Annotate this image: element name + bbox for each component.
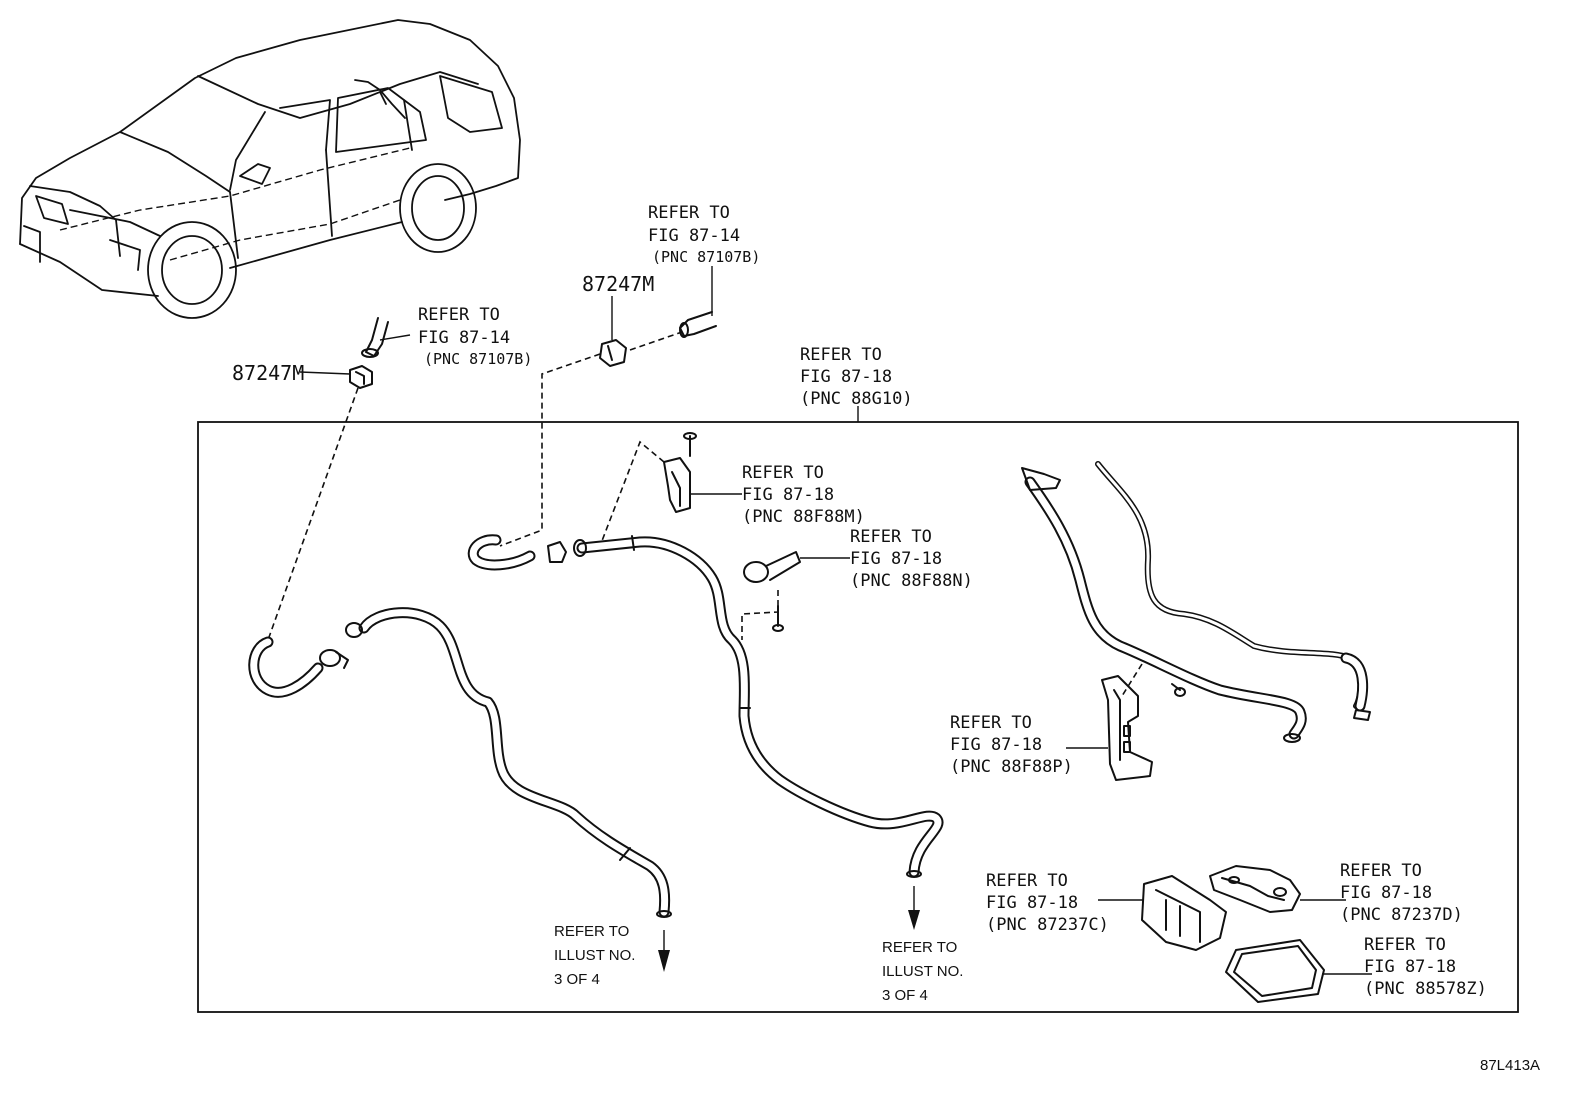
svg-text:ILLUST NO.: ILLUST NO. xyxy=(882,963,963,980)
arrow-down-right xyxy=(908,886,920,930)
hose-left xyxy=(345,607,672,918)
svg-text:FIG 87-14: FIG 87-14 xyxy=(648,226,740,246)
svg-text:(PNC 87107B): (PNC 87107B) xyxy=(652,248,760,266)
svg-text:REFER TO: REFER TO xyxy=(554,923,629,940)
svg-text:REFER TO: REFER TO xyxy=(950,713,1032,733)
label-ref-87237d: REFER TO FIG 87-18 (PNC 87237D) xyxy=(1340,861,1463,925)
svg-text:(PNC 87237D): (PNC 87237D) xyxy=(1340,905,1463,925)
assembly-line-6 xyxy=(1121,663,1143,697)
hose-right-large xyxy=(1021,467,1307,743)
label-87247m-left: 87247M xyxy=(232,361,304,385)
leader-87247m-left xyxy=(299,371,351,375)
clamp-88f88n xyxy=(743,551,801,632)
label-ref-illust-right: REFER TO ILLUST NO. 3 OF 4 xyxy=(882,939,963,1004)
vehicle-illustration xyxy=(19,19,521,319)
clamp-87247m-top xyxy=(599,296,627,367)
svg-text:FIG 87-18: FIG 87-18 xyxy=(850,549,942,569)
arrow-down-left xyxy=(658,930,670,972)
svg-text:ILLUST NO.: ILLUST NO. xyxy=(554,947,635,964)
svg-text:(PNC 88578Z): (PNC 88578Z) xyxy=(1364,979,1487,999)
hose-end-top-middle xyxy=(679,266,717,338)
clamp-87247m-left xyxy=(349,365,373,389)
label-ref-88f88n: REFER TO FIG 87-18 (PNC 88F88N) xyxy=(850,527,973,591)
bracket-88f88m xyxy=(663,432,697,513)
label-ref-88578z: REFER TO FIG 87-18 (PNC 88578Z) xyxy=(1364,935,1487,999)
bracket-88f88p xyxy=(1101,675,1186,781)
svg-text:FIG 87-18: FIG 87-18 xyxy=(742,485,834,505)
label-ref-88f88p: REFER TO FIG 87-18 (PNC 88F88P) xyxy=(950,713,1073,777)
label-ref-88f88m: REFER TO FIG 87-18 (PNC 88F88M) xyxy=(742,463,865,527)
diagram-code: 87L413A xyxy=(1480,1057,1540,1074)
svg-text:FIG 87-18: FIG 87-18 xyxy=(1340,883,1432,903)
svg-text:FIG 87-18: FIG 87-18 xyxy=(986,893,1078,913)
hose-middle xyxy=(573,535,944,878)
svg-text:REFER TO: REFER TO xyxy=(1340,861,1422,881)
svg-text:FIG 87-14: FIG 87-14 xyxy=(418,328,510,348)
svg-text:REFER TO: REFER TO xyxy=(882,939,957,956)
pipe-right-thin xyxy=(1095,461,1371,721)
svg-text:(PNC 88F88N): (PNC 88F88N) xyxy=(850,571,973,591)
assembly-line-2 xyxy=(499,353,601,547)
svg-text:FIG 87-18: FIG 87-18 xyxy=(800,367,892,387)
svg-text:(PNC 88F88M): (PNC 88F88M) xyxy=(742,507,865,527)
label-87247m-top: 87247M xyxy=(582,272,654,296)
hose-end-upper-left xyxy=(361,317,389,358)
svg-text:REFER TO: REFER TO xyxy=(850,527,932,547)
svg-text:FIG 87-18: FIG 87-18 xyxy=(950,735,1042,755)
cover-87237d xyxy=(1209,865,1301,913)
svg-text:(PNC 88G10): (PNC 88G10) xyxy=(800,389,913,409)
svg-text:REFER TO: REFER TO xyxy=(742,463,824,483)
clamp-left-lower xyxy=(319,649,349,669)
svg-text:3 OF 4: 3 OF 4 xyxy=(882,987,928,1004)
svg-text:(PNC 88F88P): (PNC 88F88P) xyxy=(950,757,1073,777)
svg-text:REFER TO: REFER TO xyxy=(648,203,730,223)
svg-text:REFER TO: REFER TO xyxy=(418,305,500,325)
label-ref-87237c: REFER TO FIG 87-18 (PNC 87237C) xyxy=(986,871,1109,935)
label-ref-87107b-left: REFER TO FIG 87-14 (PNC 87107B) xyxy=(418,305,532,368)
cover-87237c xyxy=(1141,875,1227,951)
label-ref-87107b-top: REFER TO FIG 87-14 (PNC 87107B) xyxy=(648,203,760,266)
assembly-line-3 xyxy=(629,331,683,351)
svg-text:REFER TO: REFER TO xyxy=(1364,935,1446,955)
svg-text:(PNC 87107B): (PNC 87107B) xyxy=(424,350,532,368)
gasket-88578z xyxy=(1225,939,1325,1003)
label-ref-88g10: REFER TO FIG 87-18 (PNC 88G10) xyxy=(800,345,913,409)
hose-left-short xyxy=(248,636,324,698)
clamp-middle xyxy=(547,541,567,563)
leader-87107b-left xyxy=(379,334,411,341)
label-ref-illust-left: REFER TO ILLUST NO. 3 OF 4 xyxy=(554,923,635,988)
svg-text:(PNC 87237C): (PNC 87237C) xyxy=(986,915,1109,935)
assembly-line-1 xyxy=(267,387,359,641)
svg-text:REFER TO: REFER TO xyxy=(800,345,882,365)
svg-text:3 OF 4: 3 OF 4 xyxy=(554,971,600,988)
assembly-line-5 xyxy=(741,590,779,640)
hose-middle-short xyxy=(467,534,536,571)
assembly-line-4 xyxy=(599,440,665,547)
svg-text:FIG 87-18: FIG 87-18 xyxy=(1364,957,1456,977)
svg-text:REFER TO: REFER TO xyxy=(986,871,1068,891)
